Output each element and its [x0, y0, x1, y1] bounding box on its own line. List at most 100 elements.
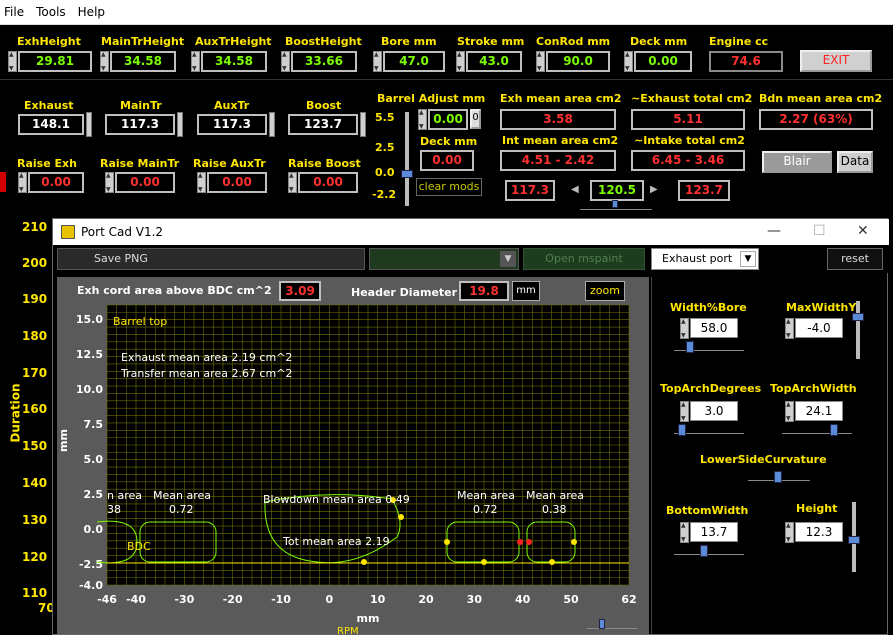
raise-exh-field[interactable]: 0.00 [28, 172, 84, 193]
toparch-degrees-field[interactable]: 3.0 [690, 401, 738, 421]
header-diameter-field[interactable]: 19.8 [459, 281, 509, 301]
chevron-down-icon[interactable]: ▼ [500, 251, 516, 267]
exh-height-field[interactable]: 29.81 [18, 51, 92, 72]
width-bore-spinner[interactable] [680, 318, 689, 339]
header-diameter-label: Header Diameter [351, 286, 458, 299]
raise-maintr-field[interactable]: 0.00 [115, 172, 175, 193]
auxtr-duration-field[interactable]: 117.3 [197, 114, 267, 135]
deck-field[interactable]: 0.00 [634, 51, 692, 72]
height-spinner[interactable] [785, 522, 794, 543]
toparch-degrees-slider[interactable] [674, 424, 744, 436]
blair-button[interactable]: Blair [762, 151, 832, 173]
maintr-duration-label: MainTr [120, 99, 162, 112]
int-total-label: ~Intake total cm2 [634, 134, 745, 147]
bottom-width-thumb[interactable] [700, 545, 708, 557]
bore-field[interactable]: 47.0 [383, 51, 445, 72]
lower-side-curvature-thumb[interactable] [774, 471, 782, 483]
plot-zoom-thumb[interactable] [599, 619, 605, 629]
timing-right-arrow-icon[interactable]: ▶ [650, 184, 658, 195]
deck-spinner[interactable] [624, 51, 633, 72]
stroke-spinner[interactable] [456, 51, 465, 72]
width-bore-field[interactable]: 58.0 [690, 318, 738, 338]
save-png-button[interactable]: Save PNG [57, 248, 365, 270]
mean-area-label-3: Mean area [526, 489, 584, 502]
point-marker [571, 539, 577, 545]
raise-exh-spinner[interactable] [18, 172, 27, 193]
toparch-degrees-spinner[interactable] [680, 401, 689, 422]
toparch-width-thumb[interactable] [830, 424, 838, 436]
maxwidthy-spinner[interactable] [785, 318, 794, 339]
bdn-mean-area-field: 2.27 (63%) [759, 109, 873, 130]
maintr-duration-field[interactable]: 117.3 [105, 114, 175, 135]
exh-height-spinner[interactable] [8, 51, 17, 72]
height-slider[interactable] [848, 502, 860, 572]
barrel-adjust-field[interactable]: 0.00 [428, 109, 468, 130]
chevron-down-icon[interactable]: ▼ [740, 251, 756, 267]
file-dropdown[interactable]: ▼ [369, 248, 519, 270]
timing-slider[interactable] [580, 200, 652, 210]
exit-button[interactable]: EXIT [800, 50, 872, 72]
bottom-width-field[interactable]: 13.7 [690, 522, 738, 542]
y-ticks: 15.012.510.07.55.02.50.0-2.5-4.0 [76, 313, 103, 592]
open-mspaint-button[interactable]: Open mspaint [523, 248, 645, 270]
toparch-width-slider[interactable] [782, 424, 852, 436]
width-bore-slider[interactable] [674, 341, 744, 353]
point-marker [481, 559, 487, 565]
height-field[interactable]: 12.3 [795, 522, 843, 542]
raise-auxtr-field[interactable]: 0.00 [207, 172, 267, 193]
bottom-width-slider[interactable] [674, 545, 744, 557]
raise-auxtr-spinner[interactable] [197, 172, 206, 193]
boost-height-field[interactable]: 33.66 [291, 51, 357, 72]
bottom-width-spinner[interactable] [680, 522, 689, 543]
zoom-button[interactable]: zoom [585, 281, 625, 301]
maintr-height-spinner[interactable] [100, 51, 109, 72]
barrel-spinner[interactable] [418, 109, 427, 130]
raise-maintr-spinner[interactable] [105, 172, 114, 193]
exhaust-duration-field[interactable]: 148.1 [18, 114, 84, 135]
stroke-field[interactable]: 43.0 [466, 51, 522, 72]
auxtr-height-field[interactable]: 34.58 [201, 51, 267, 72]
maintr-duration-slider[interactable] [177, 112, 183, 137]
clear-mods-button[interactable]: clear mods [416, 178, 482, 196]
barrel-adjust-slider[interactable] [401, 112, 413, 206]
timing-left-arrow-icon[interactable]: ◀ [571, 184, 579, 195]
bore-spinner[interactable] [373, 51, 382, 72]
port-select[interactable]: Exhaust port ▼ [651, 248, 759, 270]
conrod-field[interactable]: 90.0 [546, 51, 610, 72]
data-button[interactable]: Data [837, 151, 873, 173]
width-bore-thumb[interactable] [686, 341, 694, 353]
menu-help[interactable]: Help [77, 5, 106, 19]
reset-button[interactable]: reset [827, 248, 883, 270]
boost-height-spinner[interactable] [281, 51, 290, 72]
minimize-icon[interactable]: — [767, 223, 781, 239]
height-thumb[interactable] [848, 536, 860, 544]
menu-tools[interactable]: Tools [36, 5, 66, 19]
toparch-width-spinner[interactable] [785, 401, 794, 422]
auxtr-height-spinner[interactable] [191, 51, 200, 72]
maxwidthy-field[interactable]: -4.0 [795, 318, 843, 338]
auxtr-duration-slider[interactable] [269, 112, 275, 137]
window-title: Port Cad V1.2 [81, 225, 164, 239]
toparch-degrees-thumb[interactable] [678, 424, 686, 436]
maxwidthy-slider[interactable] [852, 301, 864, 359]
exhaust-duration-slider[interactable] [86, 112, 92, 137]
raise-exh-label: Raise Exh [17, 157, 77, 170]
barrel-zero-button[interactable]: 0 [470, 109, 481, 129]
maxwidthy-thumb[interactable] [852, 313, 864, 321]
raise-boost-field[interactable]: 0.00 [298, 172, 358, 193]
plot-zoom-slider[interactable] [587, 619, 637, 629]
toparch-width-field[interactable]: 24.1 [795, 401, 843, 421]
timing-slider-thumb[interactable] [612, 200, 618, 208]
maximize-icon[interactable]: ☐ [813, 223, 826, 239]
boost-duration-slider[interactable] [360, 112, 366, 137]
timing-center-field[interactable]: 120.5 [590, 180, 644, 201]
maintr-height-field[interactable]: 34.58 [110, 51, 176, 72]
menu-file[interactable]: File [4, 5, 25, 19]
conrod-spinner[interactable] [536, 51, 545, 72]
raise-boost-spinner[interactable] [288, 172, 297, 193]
barrel-adjust-thumb[interactable] [401, 170, 413, 178]
boost-duration-field[interactable]: 123.7 [288, 114, 358, 135]
close-icon[interactable]: ✕ [857, 223, 869, 239]
lower-side-curvature-slider[interactable] [748, 471, 810, 483]
